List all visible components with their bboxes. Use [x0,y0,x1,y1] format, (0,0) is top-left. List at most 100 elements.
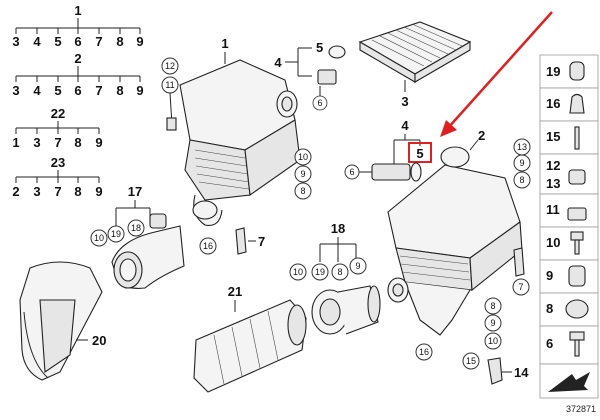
sensor-icon [317,69,337,85]
bracket-icon [487,357,503,385]
tree-top-label: 22 [51,106,65,121]
intake-tube-21-icon: 21 [193,284,307,393]
callouts-part1-right: 10 9 8 [294,148,312,200]
clip-icon [513,247,525,277]
panel-cell[interactable] [539,226,599,261]
o-ring-icon [328,45,346,59]
air-filter-housing-1-icon: 1 [179,36,301,226]
callout-label: 12 [165,61,175,71]
tree-child-label: 5 [54,34,61,49]
panel-label: 16 [546,96,560,111]
tree-child-label: 2 [12,184,19,199]
callout-label: 7 [518,282,523,292]
highlight-arrow-icon [440,11,553,137]
air-filter-housing-2-icon: 2 [387,128,523,336]
grommet-icon [565,299,589,319]
panel-label: 6 [546,336,553,351]
air-filter-element-icon: 3 [358,21,472,109]
callout-label: 10 [298,152,308,162]
bracket-16-7-right: 7 16 [415,247,530,361]
callout-label: 16 [419,347,429,357]
callout-label: 13 [517,142,527,152]
callout-label: 15 [466,356,476,366]
tree-22: 22 1 3 7 8 9 [12,106,102,150]
callout-label: 17 [128,184,142,199]
tree-top-label: 1 [74,3,81,18]
tree-child-label: 8 [116,83,123,98]
intake-boot-17-icon: 17 10 19 18 [90,184,185,289]
panel-cell[interactable] [539,325,599,365]
bolt-icon [569,331,585,341]
callout-label: 4 [401,118,409,133]
tree-child-label: 9 [95,135,102,150]
callout-label: 10 [488,336,498,346]
tree-child-label: 6 [74,34,81,49]
panel-cell[interactable] [539,120,599,155]
panel-label: 15 [546,129,560,144]
tree-child-label: 7 [54,135,61,150]
tree-child-label: 3 [12,83,19,98]
callout-label: 6 [317,98,322,108]
callout-label: 8 [300,186,305,196]
callout-label: 11 [165,80,174,90]
clip-icon [235,227,247,255]
panel-label: 13 [546,176,560,191]
air-mass-sensor-icon [371,163,411,181]
panel-label: 9 [546,268,553,283]
callout-label: 9 [355,261,360,271]
bracket-16-7-left: 16 7 [199,227,265,255]
callout-label: 19 [111,229,121,239]
callout-label: 9 [490,318,495,328]
bushing-icon [568,265,586,287]
tree-child-label: 4 [33,34,41,49]
mount-icon [567,207,587,221]
callout-label: 7 [258,234,265,249]
tree-child-label: 9 [136,34,143,49]
tree-child-label: 1 [12,135,19,150]
callout-label: 20 [92,333,106,348]
callout-label: 14 [514,365,529,380]
panel-label: 10 [546,235,560,250]
grommet-icon [568,169,586,185]
panel-label: 8 [546,301,553,316]
callout-label: 10 [94,233,104,243]
tree-1: 1 3 4 5 6 7 8 9 [12,3,143,49]
callout-label: 19 [315,267,325,277]
tree-child-label: 7 [95,83,102,98]
panel-label: 19 [546,64,560,79]
callout-label: 3 [401,94,408,109]
tree-child-label: 9 [136,83,143,98]
callout-label: 9 [300,169,305,179]
tree-23: 23 2 3 7 8 9 [12,155,102,199]
tree-child-label: 8 [74,184,81,199]
highlighted-part-5[interactable] [408,142,432,163]
callout-label: 8 [337,267,342,277]
reference-number: 372871 [566,404,596,414]
intake-boot-18-icon: 18 10 19 8 9 [289,221,381,335]
panel-cell[interactable] [539,87,599,122]
callout-label: 1 [221,36,228,51]
tree-2: 2 3 4 5 6 7 8 9 [12,51,143,98]
callout-label: 21 [228,284,242,299]
tree-child-label: 3 [33,135,40,150]
tree-top-label: 2 [74,51,81,66]
tree-children: 3 4 5 6 7 8 9 [12,34,143,49]
side-panel: 19 16 15 12 13 11 10 9 8 6 [539,54,599,399]
tree-child-label: 9 [95,184,102,199]
tree-child-label: 3 [12,34,19,49]
air-mass-sensor-cluster-upper: 4 5 6 [274,40,346,111]
tree-child-label: 7 [54,184,61,199]
rubber-mount-icon [569,93,585,114]
arrow-icon [548,372,590,392]
callout-label: 16 [203,241,213,251]
callout-label: 6 [349,167,354,177]
callouts-bottom-right: 8 9 10 15 14 [462,297,529,385]
callout-label: 8 [490,301,495,311]
tree-child-label: 6 [74,83,81,98]
tree-top-label: 23 [51,155,65,170]
callout-label: 4 [274,55,282,70]
pin-icon [574,126,580,150]
panel-label: 11 [546,202,560,217]
callout-label: 8 [519,175,524,185]
